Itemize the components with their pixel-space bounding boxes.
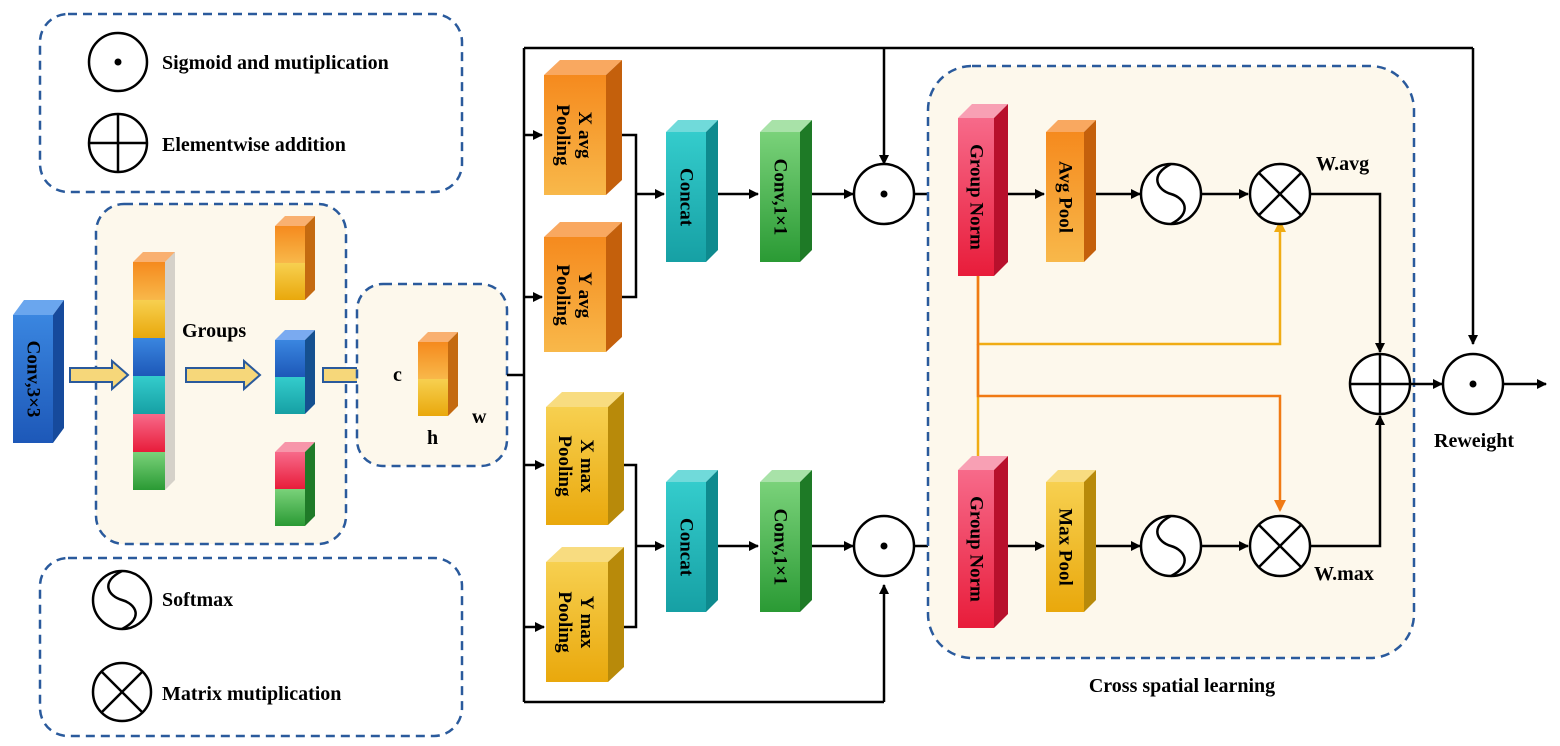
legend-softmax-label: Softmax	[162, 589, 233, 611]
matmul-icon	[91, 661, 153, 723]
group-norm-max-label: Group Norm	[966, 496, 987, 602]
sigmoid-icon	[87, 31, 149, 93]
tensor-w-label: w	[472, 406, 487, 428]
avg-pool-block: Avg Pool	[1046, 120, 1096, 262]
group-pair-orange-yellow	[275, 216, 315, 300]
legend-matmul-label: Matrix mutiplication	[162, 683, 341, 705]
cross-lines	[976, 220, 1286, 512]
matmul-node-max	[1248, 514, 1312, 578]
conv1x1-max-label: Conv,1×1	[770, 509, 791, 586]
softmax-icon	[91, 569, 153, 631]
y-avg-pooling-label: Pooling	[552, 264, 573, 326]
tensor-cube	[418, 332, 458, 416]
y-max-pooling-label: Pooling	[554, 591, 575, 653]
block-arrow-1	[69, 358, 130, 392]
sigmoid-mult-node-avg	[852, 162, 916, 226]
softmax-node-avg	[1139, 162, 1203, 226]
concat-max-label: Concat	[676, 518, 697, 577]
conv1x1-avg-label: Conv,1×1	[770, 159, 791, 236]
tensor-h-label: h	[427, 427, 438, 449]
reweight-node	[1441, 352, 1505, 416]
legend-sigmoid-label: Sigmoid and mutiplication	[162, 52, 389, 74]
legend-add-label: Elementwise addition	[162, 134, 346, 156]
avg-pool-label: Avg Pool	[1055, 161, 1076, 233]
group-stack	[133, 252, 175, 490]
svg-text:Y maxPooling: Y maxPooling	[554, 591, 597, 653]
block-arrow-2	[185, 358, 262, 392]
w-max-label: W.max	[1314, 563, 1374, 585]
x-max-pooling-block: X maxPooling	[546, 392, 624, 525]
sigmoid-mult-node-max	[852, 514, 916, 578]
y-avg-label: Y avg	[574, 272, 595, 319]
add-icon	[87, 112, 149, 174]
matmul-node-avg	[1248, 162, 1312, 226]
w-avg-label: W.avg	[1316, 153, 1369, 175]
softmax-node-max	[1139, 514, 1203, 578]
x-avg-pooling-block: X avgPooling	[544, 60, 622, 195]
concat-block-avg: Concat	[666, 120, 718, 262]
max-pool-block: Max Pool	[1046, 470, 1096, 612]
groups-label: Groups	[182, 320, 246, 342]
y-avg-pooling-block: Y avgPooling	[544, 222, 622, 352]
inner-connectors	[1008, 189, 1547, 551]
svg-text:X maxPooling: X maxPooling	[554, 435, 597, 497]
group-pair-blue-teal	[275, 330, 315, 414]
x-avg-label: X avg	[574, 112, 595, 159]
conv3x3-block: Conv,3×3	[13, 300, 64, 443]
svg-text:Y avgPooling: Y avgPooling	[552, 264, 595, 326]
group-norm-block-max: Group Norm	[958, 456, 1008, 628]
group-pair-red-green	[275, 442, 315, 526]
connector-lines	[507, 46, 1478, 704]
concat-avg-label: Concat	[676, 168, 697, 227]
max-pool-label: Max Pool	[1055, 508, 1076, 586]
reweight-label: Reweight	[1434, 430, 1514, 452]
group-norm-avg-label: Group Norm	[966, 144, 987, 250]
cross-spatial-label: Cross spatial learning	[1089, 675, 1275, 697]
group-norm-block-avg: Group Norm	[958, 104, 1008, 276]
svg-text:X avgPooling: X avgPooling	[552, 104, 595, 166]
x-avg-pooling-label: Pooling	[552, 104, 573, 166]
y-max-label: Y max	[576, 596, 597, 649]
x-max-pooling-label: Pooling	[554, 435, 575, 497]
conv1x1-block-avg: Conv,1×1	[760, 120, 812, 262]
tensor-c-label: c	[393, 364, 402, 386]
y-max-pooling-block: Y maxPooling	[546, 547, 624, 682]
x-max-label: X max	[576, 439, 597, 493]
conv3x3-label: Conv,3×3	[23, 341, 44, 418]
add-node	[1348, 352, 1412, 416]
concat-block-max: Concat	[666, 470, 718, 612]
conv1x1-block-max: Conv,1×1	[760, 470, 812, 612]
